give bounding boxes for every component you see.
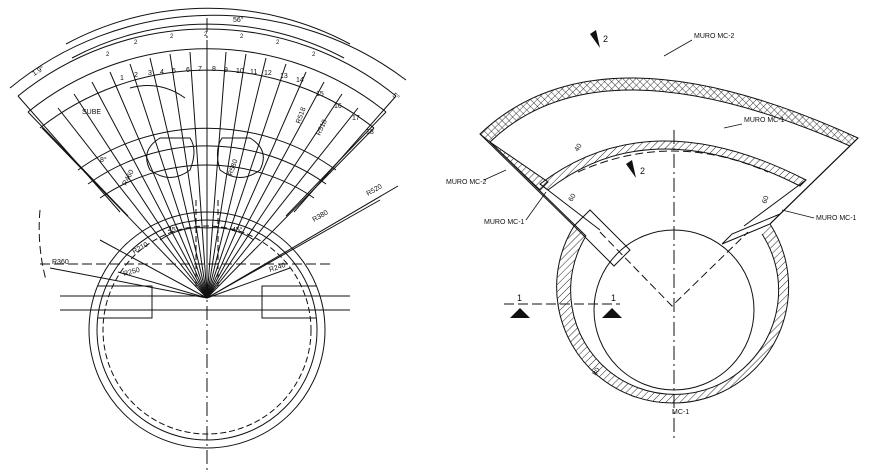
- dim-small-2: 2: [134, 40, 138, 46]
- step-number-9: 9: [224, 67, 228, 74]
- step-radials: [41, 40, 375, 299]
- right-plan-labels: 1 1 2 2 MURO MC-2 MURO MC-1 MURO MC-2 MU…: [446, 33, 857, 416]
- step-number-11: 11: [250, 69, 257, 76]
- dashed-arc: [577, 150, 769, 173]
- angle-45-right-label: 45°: [232, 226, 243, 234]
- muro-mc2-top-label: MURO MC-2: [694, 33, 735, 40]
- dim-small-5: 2: [240, 34, 244, 40]
- step-number-13: 13: [280, 73, 288, 80]
- circle-inner: [570, 233, 780, 395]
- right-fan-right-wall-inner: [769, 145, 851, 225]
- fan-left-wall-inner: [27, 111, 129, 217]
- stub-left: [573, 209, 631, 267]
- angle-45-right-arc: [206, 227, 255, 241]
- angle-45-left-arc: [159, 227, 208, 241]
- circle-hatch: [556, 224, 789, 404]
- radius-r240-label: R240: [268, 262, 286, 274]
- dim-small-1: 2: [106, 52, 110, 58]
- step-number-17: 17: [352, 115, 360, 122]
- step-number-7: 7: [198, 66, 202, 73]
- r210-line: [99, 239, 208, 299]
- step-number-15: 15: [316, 91, 324, 98]
- left-plan-labels: 56° 1.9° 5° 2 2 2 2 2 2 2 1 2 3 4 5 6 7 …: [31, 16, 401, 278]
- muro-mc1-right-label: MURO MC-1: [816, 215, 857, 222]
- mc2-left-wedge: [489, 141, 549, 191]
- dim-small-7: 2: [312, 52, 316, 58]
- angle-45-left-label: 45°: [168, 226, 179, 234]
- section-2-top-marker: [590, 30, 600, 48]
- radius-r518b-label: R518: [315, 119, 328, 137]
- step-number-5: 5: [172, 68, 176, 75]
- step-number-3: 3: [148, 70, 152, 77]
- r240-line: [206, 267, 291, 299]
- angle-8-label: 8°: [100, 156, 107, 164]
- inner-opening-right: [216, 137, 264, 178]
- section-1-left-marker: [510, 308, 530, 318]
- mc1-bottom-label: MC-1: [672, 409, 689, 416]
- dim-small-3: 2: [170, 34, 174, 40]
- r520-line: [206, 185, 399, 299]
- section-2-top-label: 2: [603, 34, 608, 44]
- outer-dim-arc: [9, 14, 407, 89]
- top-dim-arc-2: [71, 23, 345, 59]
- top-dim-arc: [65, 7, 351, 45]
- right-wall-plan: [479, 77, 859, 440]
- step-number-10: 10: [236, 68, 244, 75]
- r250-line: [117, 271, 208, 299]
- sube-label: SUBE: [82, 109, 101, 116]
- leader-lines: [483, 39, 815, 221]
- radius-r250-label: R250: [123, 267, 141, 278]
- r360-line: [49, 267, 208, 299]
- step-number-12: 12: [264, 70, 272, 77]
- step-number-14: 14: [296, 77, 304, 84]
- section-1-right-marker: [602, 308, 622, 318]
- left-stair-plan: [9, 7, 407, 470]
- lower-wall-right: [261, 285, 316, 319]
- dim-small-6: 2: [276, 40, 280, 46]
- top-angle-label: 56°: [233, 16, 244, 24]
- section-2-mid-marker: [626, 160, 636, 178]
- fan-right-wall-inner: [285, 111, 387, 217]
- mc1-right-return: [743, 179, 807, 227]
- step-number-18: 18: [366, 129, 374, 136]
- radius-r460-label: R460: [122, 169, 136, 187]
- side-angle-right-label: 5°: [391, 91, 401, 102]
- step-number-2: 2: [134, 72, 138, 79]
- dim-small-4: 2: [204, 32, 208, 38]
- section-2-mid-label: 2: [640, 166, 645, 176]
- step-number-6: 6: [186, 67, 190, 74]
- inner-opening-left: [146, 137, 195, 178]
- dim-80-label: 80: [592, 367, 602, 377]
- side-angle-left-label: 1.9°: [31, 64, 46, 78]
- outer-dashed-arc: [38, 209, 47, 281]
- muro-mc1-top-label: MURO MC-1: [744, 117, 785, 124]
- stub-right: [721, 213, 781, 245]
- central-dashed-walls: [195, 200, 219, 290]
- radius-r380-label: R380: [312, 209, 330, 223]
- radius-r210-label: R210: [132, 241, 150, 255]
- section-1-right-label: 1: [611, 293, 616, 303]
- step-number-8: 8: [212, 66, 216, 73]
- muro-mc2-left-label: MURO MC-2: [446, 179, 487, 186]
- step-number-1: 1: [120, 75, 124, 82]
- step-number-16: 16: [334, 103, 342, 110]
- radius-r360-label: R360: [52, 259, 69, 266]
- sube-arrow-path: [129, 85, 186, 99]
- section-1-left-label: 1: [517, 293, 522, 303]
- lower-wall-left: [98, 285, 153, 319]
- step-number-4: 4: [160, 69, 164, 76]
- v-dashed-lines: [599, 231, 749, 307]
- mc2-band: [479, 77, 859, 147]
- mc1-left-return: [539, 183, 601, 231]
- dim-60-left-label: 60: [568, 193, 578, 203]
- right-fan-left-wall: [479, 133, 575, 227]
- mc1-inner-band: [539, 140, 807, 191]
- muro-mc1-left-label: MURO MC-1: [484, 219, 525, 226]
- section-markers: [510, 30, 636, 318]
- dim-60-right-label: 60: [761, 195, 770, 205]
- dim-40-label: 40: [574, 143, 584, 153]
